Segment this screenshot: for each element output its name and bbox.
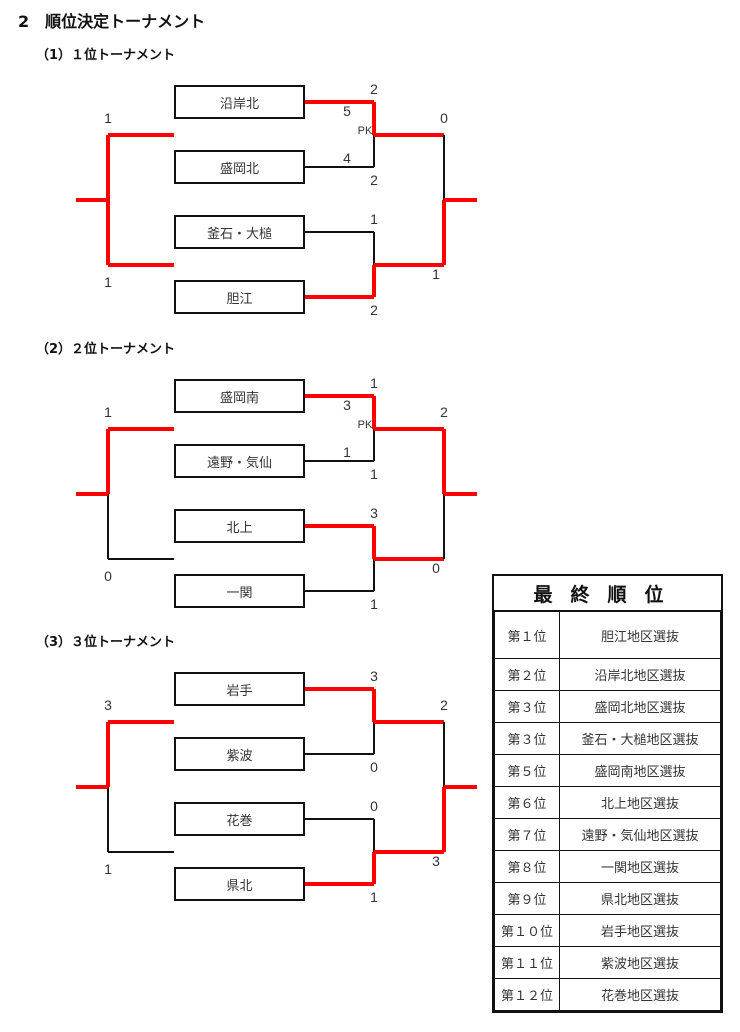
- score-top: 3: [370, 668, 378, 684]
- final-score-bottom: 3: [432, 853, 440, 869]
- team-box: 紫波: [174, 737, 305, 771]
- rank-team: 紫波地区選抜: [559, 946, 721, 979]
- rank-label: 第１０位: [494, 914, 560, 947]
- rank-label: 第１２位: [494, 978, 560, 1011]
- score-bottom: 2: [370, 172, 378, 188]
- left-score-top: 1: [104, 404, 112, 420]
- pk-score-top: 5: [343, 103, 351, 119]
- rank-label: 第７位: [494, 818, 560, 851]
- team-box: 盛岡南: [174, 379, 305, 413]
- rank-label: 第２位: [494, 658, 560, 691]
- pk-score-top: 3: [343, 397, 351, 413]
- team-box: 盛岡北: [174, 150, 305, 184]
- team-box: 釜石・大槌: [174, 215, 305, 249]
- pk-score-bottom: 1: [343, 444, 351, 460]
- score-top: 0: [370, 798, 378, 814]
- rank-label: 第５位: [494, 754, 560, 787]
- final-score-bottom: 1: [432, 266, 440, 282]
- team-box: 一関: [174, 574, 305, 608]
- rank-label: 第８位: [494, 850, 560, 883]
- score-top: 1: [370, 375, 378, 391]
- ranking-row: 第１１位紫波地区選抜: [494, 946, 721, 979]
- ranking-row: 第３位盛岡北地区選抜: [494, 690, 721, 723]
- score-bottom: 1: [370, 596, 378, 612]
- rank-team: 県北地区選抜: [559, 882, 721, 915]
- score-bottom: 1: [370, 466, 378, 482]
- team-box: 北上: [174, 509, 305, 543]
- rank-team: 沿岸北地区選抜: [559, 658, 721, 691]
- bracket-3: 3 0 0 1 2 3 3 1 岩手紫波花巻県北: [0, 652, 740, 912]
- final-score-bottom: 0: [432, 560, 440, 576]
- rank-team: 一関地区選抜: [559, 850, 721, 883]
- team-box: 県北: [174, 867, 305, 901]
- page-heading: 2 順位決定トーナメント: [18, 12, 206, 31]
- pk-score-bottom: 4: [343, 150, 351, 166]
- rank-team: 岩手地区選抜: [559, 914, 721, 947]
- ranking-row: 第５位盛岡南地区選抜: [494, 754, 721, 787]
- tournament-3-title: （3）３位トーナメント: [36, 635, 176, 650]
- score-top: 1: [370, 211, 378, 227]
- rank-team: 花巻地区選抜: [559, 978, 721, 1011]
- score-top: 2: [370, 81, 378, 97]
- score-top: 3: [370, 505, 378, 521]
- rank-team: 北上地区選抜: [559, 786, 721, 819]
- final-ranking-title: 最終順位: [494, 576, 721, 612]
- pk-label: PK: [358, 419, 373, 431]
- team-box: 遠野・気仙: [174, 444, 305, 478]
- rank-label: 第９位: [494, 882, 560, 915]
- score-bottom: 2: [370, 302, 378, 318]
- ranking-row: 第１２位花巻地区選抜: [494, 978, 721, 1011]
- final-score-top: 0: [440, 110, 448, 126]
- ranking-row: 第７位遠野・気仙地区選抜: [494, 818, 721, 851]
- left-score-bottom: 1: [104, 274, 112, 290]
- ranking-row: 第３位釜石・大槌地区選抜: [494, 722, 721, 755]
- rank-team: 胆江地区選抜: [559, 610, 721, 659]
- left-score-top: 3: [104, 697, 112, 713]
- tournament-1-title: （1）１位トーナメント: [36, 48, 176, 63]
- rank-team: 盛岡北地区選抜: [559, 690, 721, 723]
- bracket-1: 2 2 5 4 PK 1 2 0 1 1 1 沿岸北盛岡北釜石・大槌胆江: [0, 65, 740, 325]
- ranking-row: 第２位沿岸北地区選抜: [494, 658, 721, 691]
- left-score-bottom: 0: [104, 568, 112, 584]
- ranking-row: 第８位一関地区選抜: [494, 850, 721, 883]
- team-box: 沿岸北: [174, 85, 305, 119]
- pk-label: PK: [358, 125, 373, 137]
- ranking-row: 第１位胆江地区選抜: [494, 610, 721, 659]
- left-score-top: 1: [104, 110, 112, 126]
- tournament-2-title: （2）２位トーナメント: [36, 342, 176, 357]
- score-bottom: 0: [370, 759, 378, 775]
- rank-label: 第１位: [494, 610, 560, 659]
- ranking-row: 第６位北上地区選抜: [494, 786, 721, 819]
- final-score-top: 2: [440, 404, 448, 420]
- team-box: 胆江: [174, 280, 305, 314]
- team-box: 花巻: [174, 802, 305, 836]
- rank-label: 第３位: [494, 722, 560, 755]
- final-score-top: 2: [440, 697, 448, 713]
- rank-label: 第３位: [494, 690, 560, 723]
- ranking-row: 第１０位岩手地区選抜: [494, 914, 721, 947]
- left-score-bottom: 1: [104, 861, 112, 877]
- final-ranking-table: 最終順位 第１位胆江地区選抜第２位沿岸北地区選抜第３位盛岡北地区選抜第３位釜石・…: [492, 574, 723, 1013]
- rank-team: 遠野・気仙地区選抜: [559, 818, 721, 851]
- rank-team: 釜石・大槌地区選抜: [559, 722, 721, 755]
- score-bottom: 1: [370, 889, 378, 905]
- rank-label: 第１１位: [494, 946, 560, 979]
- ranking-row: 第９位県北地区選抜: [494, 882, 721, 915]
- team-box: 岩手: [174, 672, 305, 706]
- rank-label: 第６位: [494, 786, 560, 819]
- rank-team: 盛岡南地区選抜: [559, 754, 721, 787]
